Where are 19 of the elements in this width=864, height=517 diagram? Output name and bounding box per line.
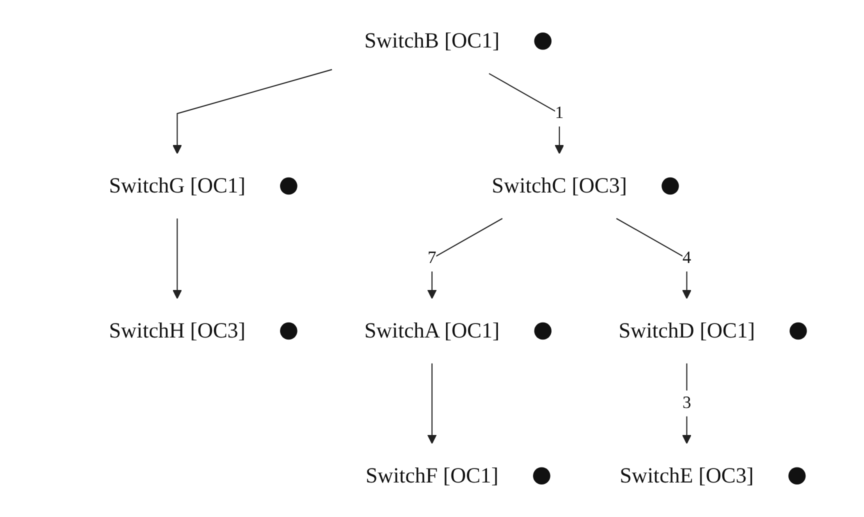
node-label: SwitchH [OC3] — [109, 319, 246, 343]
node-label: SwitchE [OC3] — [620, 464, 754, 488]
edge-label: 7 — [428, 248, 436, 268]
node-label: SwitchC [OC3] — [492, 174, 627, 198]
node-label: SwitchG [OC1] — [109, 174, 246, 198]
node-label: SwitchB [OC1] — [364, 29, 500, 53]
edge-label: 4 — [682, 248, 692, 268]
arrow — [616, 218, 692, 299]
arrow — [488, 73, 564, 154]
node-label: SwitchD [OC1] — [618, 319, 755, 343]
node-label: SwitchF [OC1] — [366, 464, 498, 488]
edge-label: 3 — [682, 394, 692, 412]
arrow — [172, 69, 332, 154]
arrow — [172, 218, 182, 299]
arrow — [682, 363, 692, 444]
node-label: SwitchA [OC1] — [364, 319, 500, 343]
edge-label: 1 — [555, 104, 564, 122]
arrow — [427, 363, 437, 444]
arrow — [427, 218, 503, 299]
